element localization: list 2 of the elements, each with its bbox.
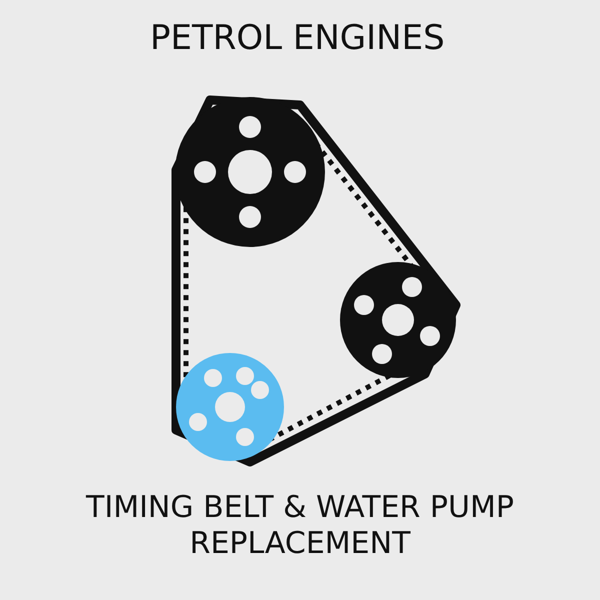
caption: TIMING BELT & WATER PUMP REPLACEMENT bbox=[84, 490, 515, 562]
title: PETROL ENGINES bbox=[150, 18, 445, 58]
